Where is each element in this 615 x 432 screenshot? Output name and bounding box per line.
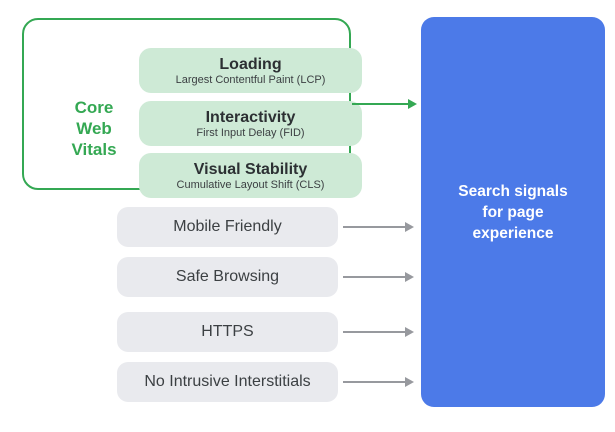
signal-pill-https: HTTPS <box>117 312 338 352</box>
grey-arrow-icon <box>343 377 414 387</box>
signal-pill-mobile-friendly: Mobile Friendly <box>117 207 338 247</box>
vital-pill-visual-stability: Visual Stability Cumulative Layout Shift… <box>139 153 362 198</box>
search-signals-label: Search signals for page experience <box>458 182 568 242</box>
grey-arrow-icon <box>343 327 414 337</box>
signal-pill-safe-browsing: Safe Browsing <box>117 257 338 297</box>
vital-title: Visual Stability <box>193 160 308 178</box>
vital-subtitle: Largest Contentful Paint (LCP) <box>175 73 326 86</box>
vital-pill-interactivity: Interactivity First Input Delay (FID) <box>139 101 362 146</box>
vital-pill-loading: Loading Largest Contentful Paint (LCP) <box>139 48 362 93</box>
vital-title: Interactivity <box>205 108 296 126</box>
grey-arrow-icon <box>343 222 414 232</box>
vital-subtitle: First Input Delay (FID) <box>196 126 305 139</box>
core-web-vitals-group: Core Web Vitals Loading Largest Contentf… <box>22 18 362 198</box>
grey-arrow-icon <box>343 272 414 282</box>
vital-subtitle: Cumulative Layout Shift (CLS) <box>176 178 325 191</box>
green-arrow-icon <box>352 99 417 109</box>
vital-title: Loading <box>219 55 282 73</box>
signal-pill-no-intrusive-interstitials: No Intrusive Interstitials <box>117 362 338 402</box>
core-web-vitals-label: Core Web Vitals <box>71 98 117 159</box>
search-signals-box: Search signals for page experience <box>421 17 605 407</box>
